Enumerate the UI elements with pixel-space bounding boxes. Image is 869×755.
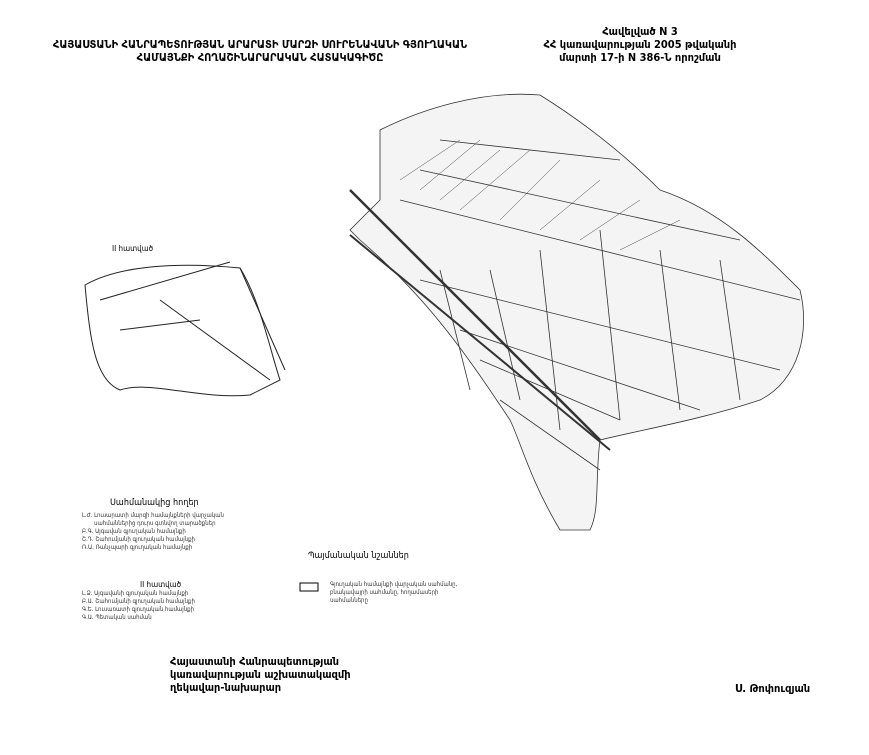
annex-line: ՀՀ կառավարության 2005 թվականի	[543, 38, 737, 51]
legend-item: Գ.Ա. Պետական սահման	[82, 614, 152, 621]
title-line: ՀԱՅԱՍՏԱՆԻ ՀԱՆՐԱՊԵՏՈՒԹՅԱՆ ԱՐԱՐԱՏԻ ՄԱՐԶԻ Ս…	[52, 38, 468, 51]
hatching	[399, 139, 681, 251]
main-map	[349, 93, 804, 531]
legend-item: Ռ.Ա. Ռանչպարի գյուղական համայնքի	[82, 544, 193, 551]
official-line: կառավարության աշխատակազմի	[170, 668, 351, 681]
annex-reference: Հավելված N 3 ՀՀ կառավարության 2005 թվակա…	[535, 25, 745, 64]
neighbors-title: Սահմանակից հողեր	[110, 498, 199, 508]
official-title: Հայաստանի Հանրապետության կառավարության ա…	[170, 655, 351, 694]
official-line: Հայաստանի Հանրապետության	[170, 655, 340, 668]
title-line: ՀԱՄԱՅՆՔԻ ՀՈՂԱՇԻՆԱՐԱՐԱԿԱՆ ՀԱՏԱԿԱԳԻԾԸ	[136, 51, 384, 64]
legend-item: Գ.Ե. Լուսառատի գյուղական համայնքի	[82, 606, 195, 613]
legend-item: Լ.Ձ. Այգավանի գյուղական համայնքի	[82, 590, 189, 597]
section2-title: II հատված	[140, 580, 182, 589]
official-line: ղեկավար-նախարար	[170, 681, 282, 694]
inset-label: II հատված	[112, 244, 154, 253]
symbols-title: Պայմանական նշաններ	[308, 551, 409, 561]
neighbors-list: Լ.Ժ. Լուսարատի մարզի համայնքների վարչակա…	[82, 512, 244, 552]
annex-line: Հավելված N 3	[602, 25, 678, 38]
signature-name: Ս. Թոփուզյան	[735, 682, 811, 695]
legend-item: Լ.Ժ. Լուսարատի մարզի համայնքների վարչակա…	[82, 512, 224, 527]
legend-item: Բ.Գ. Այգավան գյուղական համայնքի	[82, 528, 186, 535]
section2-list: Լ.Ձ. Այգավանի գյուղական համայնքի Բ.Ա. Շա…	[82, 590, 195, 622]
document-title: ՀԱՅԱՍՏԱՆԻ ՀԱՆՐԱՊԵՏՈՒԹՅԱՆ ԱՐԱՐԱՏԻ ՄԱՐԶԻ Ս…	[25, 38, 495, 64]
inset-map	[84, 261, 286, 397]
legend-item: Շ.Դ. Շահումյանի գյուղական համայնքի	[82, 536, 195, 543]
symbols-item: Գյուղական համայնքի վարչական սահմանը, բնա…	[330, 581, 458, 604]
legend-item: Բ.Ա. Շահումյանի գյուղական համայնքի	[82, 598, 195, 605]
annex-line: մարտի 17-ի N 386-Ն որոշման	[559, 51, 721, 64]
boundary-symbol	[299, 582, 319, 592]
